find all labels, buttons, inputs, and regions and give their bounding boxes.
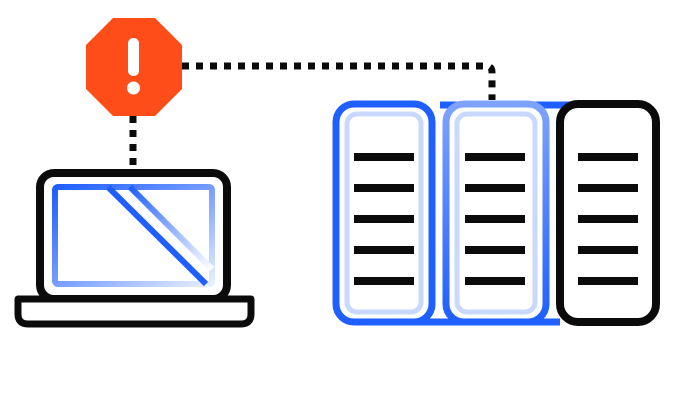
- exclamation-bar: [128, 38, 139, 76]
- server-unit-1: [332, 100, 436, 326]
- laptop-icon: [14, 169, 255, 328]
- connector-alert-to-server: [182, 62, 496, 100]
- exclamation-dot: [127, 81, 140, 95]
- server-rack-icon: [332, 100, 660, 326]
- server-unit-3: [556, 100, 660, 326]
- server-unit-2: [442, 100, 550, 326]
- exclamation-octagon-icon: [86, 18, 182, 116]
